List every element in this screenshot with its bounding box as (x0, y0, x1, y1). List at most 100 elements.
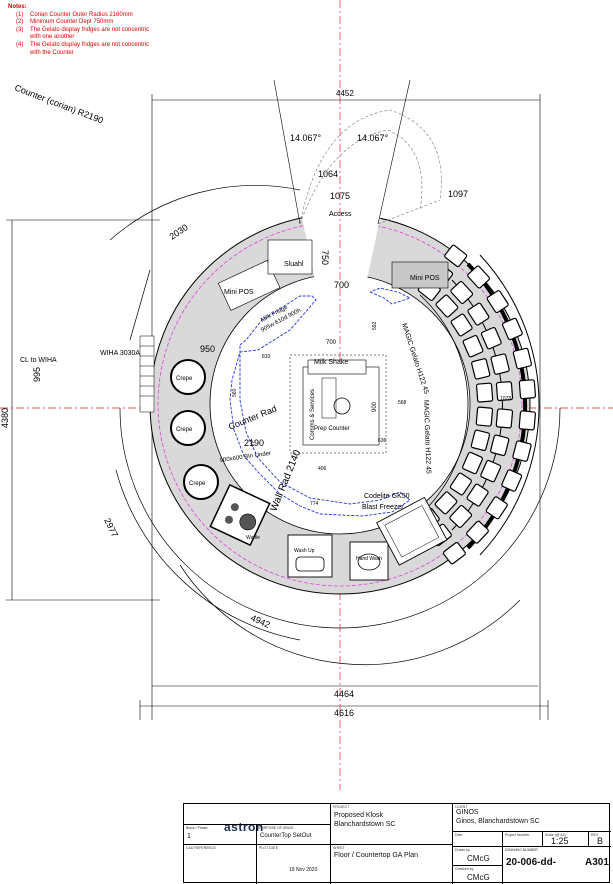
wiha-stairs (139, 335, 155, 413)
milk-shake-label: Milk Shake (314, 359, 348, 366)
dim-700-inner: 700 (326, 340, 337, 346)
dim-overall-top: 4452 (336, 89, 354, 98)
dim-592: 592 (372, 321, 378, 330)
waffle-unit (209, 483, 271, 547)
dim-2977: 2977 (102, 516, 120, 538)
purpose-label: PURPOSE OF ISSUE (259, 826, 294, 830)
title-block: astron PROJECT Proposed Klosk Blanchards… (183, 803, 611, 884)
drawn-by-label: Drawn by (455, 848, 470, 852)
dim-2030: 2030 (168, 222, 190, 241)
dim-950: 950 (200, 344, 215, 354)
drawn-by-value: CMcG (467, 854, 490, 863)
access-edge-left (273, 79, 301, 225)
mini-pos-right-label: Mini POS (410, 275, 440, 282)
project-number-label: Project Number (505, 833, 530, 837)
dim-995: 995 (32, 367, 42, 382)
gelato-cell (495, 381, 514, 402)
note-item: (2)Minimum Counter Dept 750mm (16, 19, 114, 26)
project-label: PROJECT (333, 805, 350, 809)
gelato-cell (518, 379, 537, 400)
gelato-cell (475, 406, 494, 427)
gelato-cell (501, 317, 523, 341)
gelato-cell (512, 347, 533, 370)
dim-636: 636 (378, 438, 387, 444)
dim-774-1: 774 (246, 438, 255, 448)
note-item: (4)The Gelato display fridges are not co… (16, 41, 150, 56)
mini-pos-right-box (391, 261, 449, 289)
plot-date-value: 19 Nov 2020 (289, 867, 318, 873)
dim-560: 560 (232, 388, 238, 397)
angle-left: 14.067° (290, 133, 322, 143)
block-value: 1 (187, 833, 191, 840)
crepe-3-label: Crepe (189, 481, 206, 487)
dim-810: 810 (262, 354, 271, 360)
sluahl-box (267, 239, 313, 275)
gelato-cell (495, 408, 514, 429)
gelato-cell (449, 472, 472, 496)
angle-right: 14.067° (357, 133, 389, 143)
checked-by-value: CMcG (467, 873, 490, 882)
access-label: Access (329, 211, 352, 218)
gelato-cell (486, 290, 509, 314)
dim-750: 750 (320, 250, 330, 265)
gelato-cell (490, 353, 510, 375)
purpose-value: CounterTop SetOut (260, 833, 312, 839)
wiha-label: WIHA 3030A (100, 350, 140, 357)
gelato-cell (434, 491, 458, 515)
waffle-label: Waffle (246, 535, 260, 541)
gelato-cell (435, 294, 459, 318)
dim-568: 568 (398, 400, 407, 406)
access-edge-right (377, 79, 411, 225)
counter-radius-label: Counter (corian) R2190 (13, 83, 104, 126)
client-line-1: GINOS (456, 809, 479, 816)
sheet-value: Floor / Countertop GA Plan (334, 852, 419, 859)
dim-1078: 1078 (500, 396, 511, 402)
blue-outline (229, 287, 412, 517)
wash-up-label: Wash Up (294, 548, 315, 554)
plot-date-label: PLOT DATE (259, 846, 279, 850)
drawing-number-label: DRAWING NUMBER (505, 848, 538, 852)
dim-4464: 4464 (334, 689, 354, 699)
wash-stations (287, 534, 389, 581)
gelato-cell (501, 469, 523, 492)
hand-wash-label: Hand Wash (356, 556, 382, 562)
gelato-cell (485, 496, 508, 520)
gelato-cell (450, 281, 474, 304)
gelato-cell (467, 302, 490, 326)
gelato-cell (444, 244, 468, 268)
block-label: Block / Phase (186, 826, 208, 830)
note-item: (1)Corian Counter Outer Radius 2160mm (16, 11, 133, 18)
blast-freezer-label-2: Blast Freezer (362, 504, 404, 511)
access-gate (299, 109, 442, 225)
dim-700-top: 700 (334, 280, 349, 290)
dim-1097: 1097 (448, 189, 468, 199)
gelato-cell (475, 382, 494, 403)
cad-reference-label: CAD REFERENCE (186, 846, 216, 850)
gelato-cell (442, 541, 466, 565)
gelato-cell (480, 459, 502, 483)
scale-value: 1:25 (551, 836, 569, 846)
gelato-cell (467, 265, 490, 289)
gelato-cell (512, 440, 532, 462)
dim-4942: 4942 (249, 613, 271, 630)
drawing-sheet: A301 (585, 857, 609, 868)
condiments-label: Comms & Services (310, 389, 316, 440)
notes-heading: Notes: (8, 4, 27, 10)
project-line-1: Proposed Klosk (334, 812, 384, 819)
gelato-2-label: MAGIC Gelato H122 45 (422, 400, 432, 474)
blast-freezer (376, 496, 448, 566)
prep-counter (302, 366, 380, 446)
gelato-cell (518, 410, 536, 431)
rev-label: REV (591, 833, 599, 837)
prep-counter-label: Prep Counter (314, 426, 350, 432)
gelato-cell (462, 334, 484, 358)
dim-4616: 4616 (334, 708, 354, 718)
crepe-1-label: Crepe (176, 376, 193, 382)
note-item: (3)The Gelato display fridges are not co… (16, 26, 150, 41)
gelato-cell (471, 358, 491, 380)
sheet-label: SHEET (333, 846, 345, 850)
counter-rad-value: 2190 (244, 438, 264, 448)
dim-900: 900 (372, 401, 378, 412)
sluahl-label: Sluahl (284, 261, 304, 268)
